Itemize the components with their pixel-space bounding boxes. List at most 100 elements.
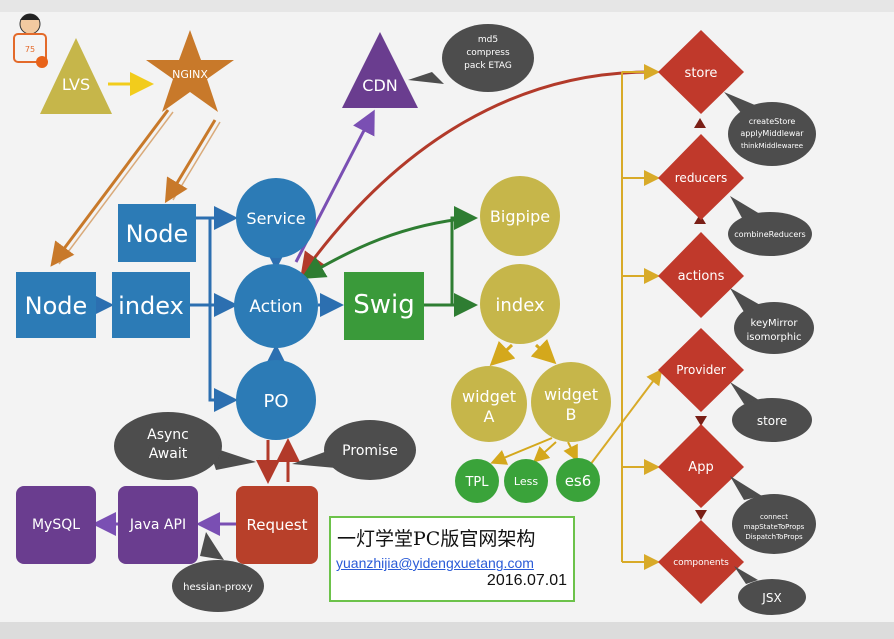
svg-text:mapStateToProps: mapStateToProps (744, 523, 805, 531)
credit-card: 一灯学堂PC版官网架构 yuanzhijia@yidengxuetang.com… (329, 516, 575, 602)
svg-text:B: B (566, 405, 577, 424)
avatar-icon: 75 (13, 13, 48, 68)
lvs-label: LVS (62, 75, 90, 94)
svg-text:thinkMiddlewaree: thinkMiddlewaree (741, 142, 803, 150)
arrow-index-po (208, 218, 232, 400)
components-note-bubble: JSX (734, 566, 806, 615)
arrow-bigpipe-action (300, 216, 471, 280)
nginx-label: NGINX (172, 68, 208, 81)
hessian-bubble: hessian-proxy (172, 532, 264, 612)
svg-text:Bigpipe: Bigpipe (490, 207, 550, 226)
store-diamond: store (658, 30, 744, 114)
credit-title: 一灯学堂PC版官网架构 (337, 528, 536, 550)
svg-text:es6: es6 (565, 472, 592, 490)
svg-text:Java API: Java API (129, 517, 186, 533)
svg-text:connect: connect (760, 513, 788, 521)
node-left-box: Node (16, 272, 96, 338)
credit-email-link[interactable]: yuanzhijia@yidengxuetang.com (336, 555, 534, 571)
svg-text:components: components (673, 558, 729, 568)
svg-text:Swig: Swig (353, 290, 415, 320)
async-await-bubble: Async Await (114, 412, 256, 480)
arrow-nginx-node-left (50, 109, 170, 267)
connectors (50, 64, 707, 570)
components-diamond: components (658, 520, 744, 604)
svg-text:createStore: createStore (749, 117, 796, 126)
arrow-es6-provider (589, 368, 663, 466)
svg-text:isomorphic: isomorphic (746, 332, 801, 343)
avatar-number: 75 (25, 45, 35, 54)
top-bar (0, 0, 894, 12)
cdn-label: CDN (362, 76, 397, 95)
arrow-nginx-node-top (164, 119, 217, 204)
svg-text:Promise: Promise (342, 443, 398, 459)
svg-text:PO: PO (263, 391, 288, 412)
reducers-diamond: reducers (658, 134, 744, 220)
actions-note-bubble: keyMirror isomorphic (730, 288, 814, 354)
action-node: Action (234, 264, 318, 348)
actions-diamond: actions (658, 232, 744, 318)
svg-text:widget: widget (462, 387, 516, 406)
svg-text:index: index (118, 292, 184, 320)
request-box: Request (236, 486, 318, 564)
node-top-box: Node (118, 204, 196, 262)
nginx-node: NGINX (146, 30, 234, 112)
widget-a-node: widget A (451, 366, 527, 442)
cdn-node: CDN (342, 32, 418, 108)
svg-text:store: store (757, 414, 787, 428)
reducers-note-bubble: combineReducers (728, 196, 812, 256)
provider-diamond: Provider (658, 328, 744, 412)
svg-text:MySQL: MySQL (32, 517, 80, 533)
svg-text:Node: Node (126, 220, 189, 248)
svg-text:pack ETAG: pack ETAG (464, 61, 512, 71)
mysql-box: MySQL (16, 486, 96, 564)
app-diamond: App (658, 424, 744, 508)
svg-text:Action: Action (249, 297, 302, 317)
svg-text:TPL: TPL (464, 475, 489, 490)
svg-text:md5: md5 (478, 35, 498, 45)
svg-text:applyMiddlewar: applyMiddlewar (740, 129, 804, 138)
cdn-note-bubble: md5 compress pack ETAG (408, 24, 534, 92)
svg-text:keyMirror: keyMirror (751, 318, 799, 329)
bigpipe-node: Bigpipe (480, 176, 560, 256)
arrow-index-widget-a (489, 340, 516, 367)
arrow-store-action (300, 70, 656, 277)
tpl-node: TPL (455, 459, 499, 503)
svg-text:actions: actions (678, 269, 725, 284)
svg-text:DispatchToProps: DispatchToProps (745, 533, 803, 541)
svg-text:widget: widget (544, 385, 598, 404)
svg-text:A: A (484, 407, 495, 426)
svg-text:Async: Async (147, 427, 189, 443)
credit-date: 2016.07.01 (486, 572, 567, 589)
store-note-bubble: createStore applyMiddlewar thinkMiddlewa… (724, 92, 816, 166)
arrow-index-widget-b (530, 338, 557, 365)
svg-text:Less: Less (514, 475, 538, 488)
widget-b-node: widget B (531, 362, 611, 442)
es6-node: es6 (556, 458, 600, 502)
svg-text:combineReducers: combineReducers (734, 230, 805, 239)
svg-text:index: index (495, 295, 545, 316)
promise-bubble: Promise (292, 420, 416, 480)
app-note-bubble: connect mapStateToProps DispatchToProps (730, 476, 816, 554)
arrow-swig-bigpipe (424, 206, 478, 307)
swig-box: Swig (344, 272, 424, 340)
svg-text:Provider: Provider (676, 363, 725, 377)
svg-text:App: App (688, 460, 713, 475)
svg-text:hessian-proxy: hessian-proxy (183, 582, 253, 593)
po-node: PO (236, 360, 316, 440)
java-api-box: Java API (118, 486, 198, 564)
provider-note-bubble: store (730, 382, 812, 442)
lvs-node: LVS (40, 38, 112, 114)
index-box: index (112, 272, 190, 338)
svg-text:Await: Await (149, 446, 188, 462)
svg-text:Service: Service (246, 209, 305, 228)
svg-text:Node: Node (25, 292, 88, 320)
svg-text:store: store (685, 66, 718, 81)
svg-text:compress: compress (466, 48, 510, 58)
svg-text:reducers: reducers (675, 171, 727, 185)
svg-text:Request: Request (247, 516, 308, 534)
bottom-bar (0, 622, 894, 639)
less-node: Less (504, 459, 548, 503)
index-circle-node: index (480, 264, 560, 344)
